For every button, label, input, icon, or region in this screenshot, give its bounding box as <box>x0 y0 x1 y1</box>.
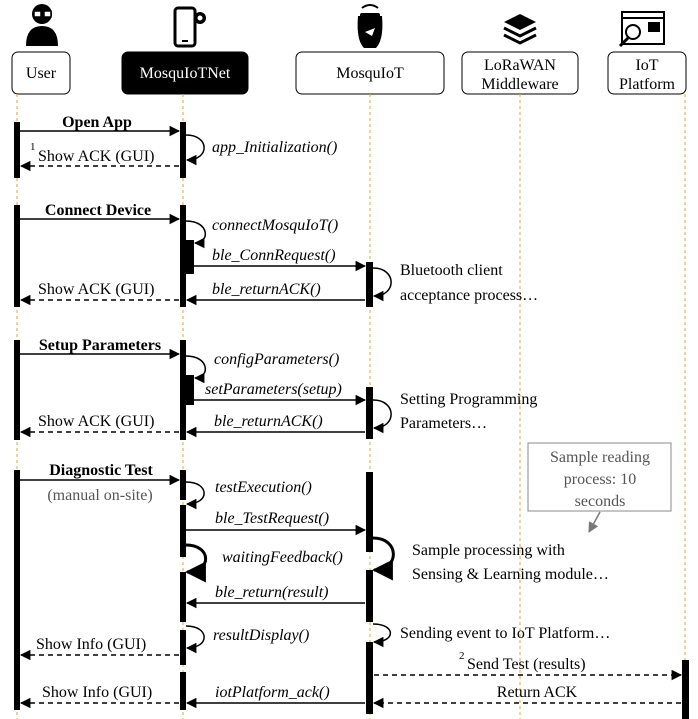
self-call-app-init-arrow <box>185 134 205 166</box>
participant-mosquiot-label: MosquIoT <box>336 65 404 82</box>
self-call-bt-accept-arrow <box>372 267 392 302</box>
message-ble-returnack-2: ble_returnACK() <box>214 413 323 430</box>
message-send-test-superscript: 2 <box>459 650 465 662</box>
self-call-result-display-arrow <box>185 625 205 654</box>
callout-sample-reading <box>527 442 672 512</box>
layers-icon <box>503 14 537 45</box>
callout-line-2: process: 10 <box>564 471 636 488</box>
note-bt-line-1: Bluetooth client <box>400 262 503 279</box>
dashboard-icon <box>618 11 665 48</box>
participant-lorawan-label-1: LoRaWAN <box>484 57 556 74</box>
message-setup-params: Setup Parameters <box>39 337 161 354</box>
message-ble-return-result: ble_return(result) <box>215 584 328 601</box>
message-connect-device: Connect Device <box>45 202 151 219</box>
message-info1: Show Info (GUI) <box>36 636 146 653</box>
self-call-config-arrow <box>185 355 206 384</box>
participant-iot-platform-label-2: Platform <box>619 76 676 93</box>
message-diagnostic-test: Diagnostic Test <box>49 462 153 479</box>
participant-mosquiotnet-label: MosquIoTNet <box>140 65 231 82</box>
self-call-connect-arrow <box>185 220 206 249</box>
message-ack3: Show ACK (GUI) <box>38 413 154 430</box>
note-setting-line-1: Setting Programming <box>400 391 537 408</box>
note-sample-line-1: Sample processing with <box>412 542 565 559</box>
self-call-waiting-arrow <box>184 543 207 583</box>
message-ack2: Show ACK (GUI) <box>38 281 154 298</box>
self-call-test-exec-arrow <box>185 481 205 510</box>
participant-box-iot-platform <box>607 51 687 95</box>
note-setting-line-2: Parameters… <box>400 415 487 432</box>
smartphone-gear-icon <box>173 6 206 48</box>
note-bt-line-2: acceptance process… <box>400 287 538 304</box>
message-connect-mosquiot: connectMosquIoT() <box>212 217 338 234</box>
message-ack1-superscript: 1 <box>30 141 36 153</box>
message-return-ack: Return ACK <box>497 684 578 701</box>
self-call-sample-processing-arrow <box>371 536 395 581</box>
message-result-display: resultDisplay() <box>213 627 309 644</box>
callout-line-3: seconds <box>575 493 626 510</box>
participant-box-mosquiotnet <box>121 51 249 95</box>
callout-line-1: Sample reading <box>550 449 650 466</box>
message-open-app: Open App <box>62 114 132 131</box>
note-sending-event: Sending event to IoT Platform… <box>400 625 610 642</box>
person-icon <box>26 4 58 46</box>
message-info2: Show Info (GUI) <box>42 684 152 701</box>
message-ble-returnack-1: ble_returnACK() <box>212 281 321 298</box>
message-ack1: Show ACK (GUI) <box>38 148 154 165</box>
mosquito-trap-icon <box>357 4 383 48</box>
message-send-test: Send Test (results) <box>467 656 586 673</box>
message-test-execution: testExecution() <box>215 479 312 496</box>
participant-iot-platform-label-1: IoT <box>635 57 658 74</box>
participant-box-user <box>11 51 71 95</box>
callout-pointer-arrow <box>588 511 601 533</box>
note-manual-onsite: (manual on-site) <box>47 487 152 504</box>
participant-lorawan-label-2: Middleware <box>481 76 558 93</box>
message-ble-testrequest: ble_TestRequest() <box>215 510 329 527</box>
message-waiting-feedback: waitingFeedback() <box>222 549 343 566</box>
note-sample-line-2: Sensing & Learning module… <box>412 566 609 583</box>
message-app-init: app_Initialization() <box>212 139 337 156</box>
message-ble-connrequest: ble_ConnRequest() <box>212 247 336 264</box>
self-call-sending-event-arrow <box>372 623 392 648</box>
self-call-setting-arrow <box>372 399 392 434</box>
message-set-params: setParameters(setup) <box>205 381 342 398</box>
participant-user-label: User <box>26 65 57 82</box>
message-config-params: configParameters() <box>214 351 339 368</box>
message-iotplatform-ack: iotPlatform_ack() <box>215 684 330 701</box>
activation-bars <box>14 122 689 719</box>
